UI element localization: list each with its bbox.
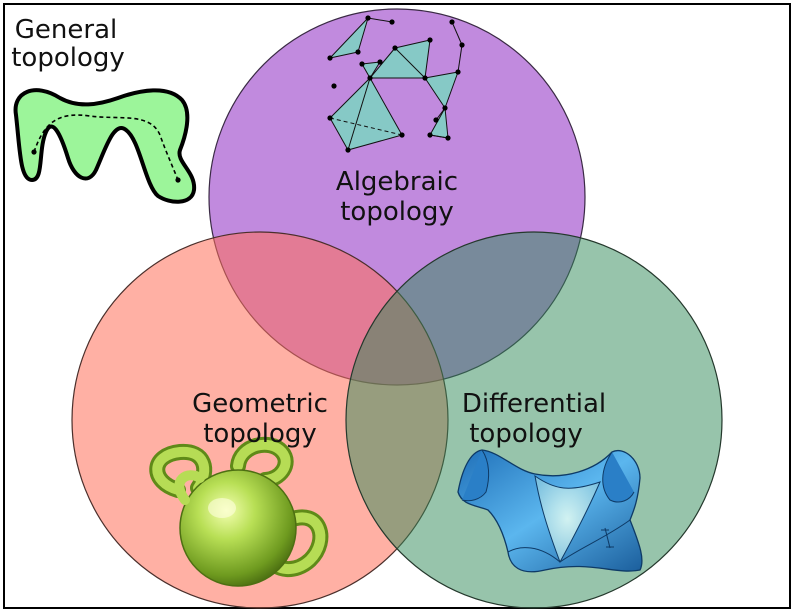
geometric-topology-label-line2: topology (203, 419, 317, 449)
simplicial-complex-icon (327, 15, 465, 153)
differential-topology-label-line1: Differential (462, 389, 606, 419)
differential-topology-label-line2: topology (469, 419, 583, 449)
geometric-topology-label-line1: Geometric (192, 389, 328, 419)
general-blob-icon (13, 88, 197, 204)
general-topology-label-line2: topology (11, 43, 125, 73)
general-topology-label-line1: General (15, 15, 117, 45)
sphere-with-handles-icon (149, 436, 329, 587)
saddle-surface-icon (457, 449, 643, 573)
algebraic-topology-label-line1: Algebraic (336, 167, 458, 197)
algebraic-topology-label-line2: topology (340, 197, 454, 227)
